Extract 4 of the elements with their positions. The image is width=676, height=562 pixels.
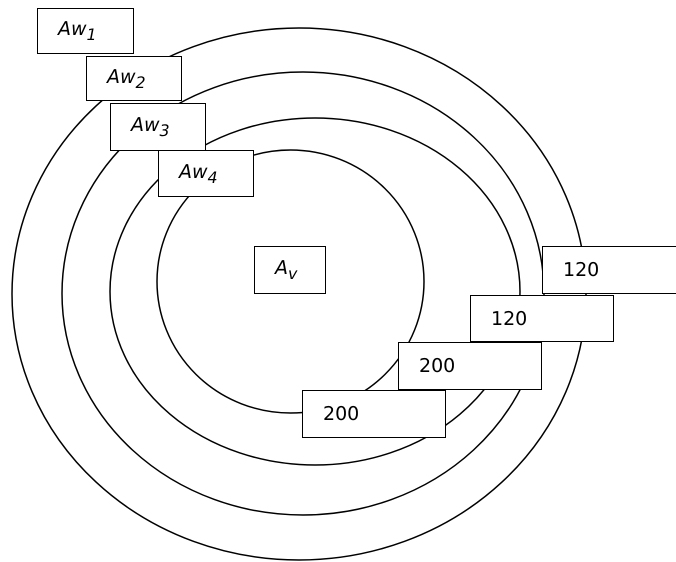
label-box: 120 [470,295,614,342]
label-box: 120 [542,246,676,294]
label-box: Aw$_{1}$ [37,8,134,54]
label-box: A$_{v}$ [254,246,326,294]
